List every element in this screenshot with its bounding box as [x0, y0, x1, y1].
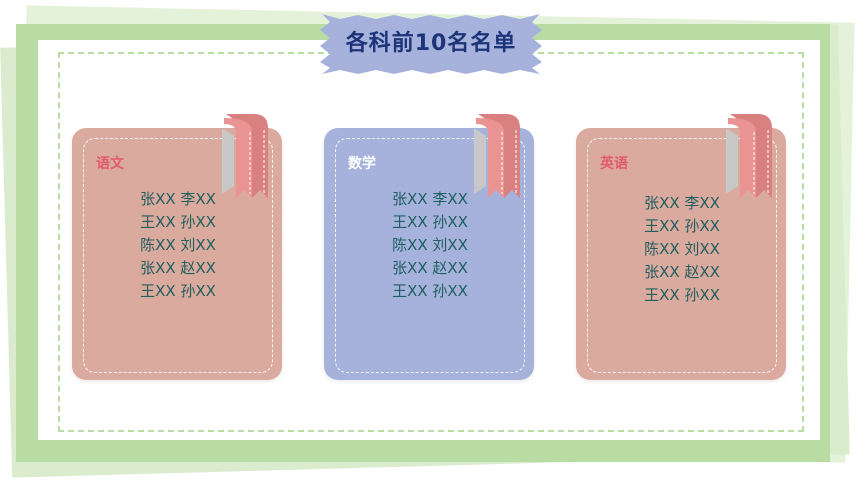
list-item: 张XX 赵XX: [140, 259, 216, 277]
card-dashed-inner: [335, 138, 525, 373]
list-item: 张XX 赵XX: [644, 263, 720, 281]
list-item: 张XX 赵XX: [392, 259, 468, 277]
name-list: 张XX 李XX 王XX 孙XX 陈XX 刘XX 张XX 赵XX 王XX 孙XX: [324, 188, 534, 303]
list-item: 张XX 李XX: [644, 194, 720, 212]
banner-shape: [320, 14, 542, 74]
list-item: 王XX 孙XX: [392, 213, 468, 231]
name-list: 张XX 李XX 王XX 孙XX 陈XX 刘XX 张XX 赵XX 王XX 孙XX: [72, 188, 282, 303]
subject-card-math: 数学 张XX 李XX 王XX 孙XX 陈XX 刘XX 张XX 赵XX 王XX 孙…: [324, 114, 534, 380]
subject-title: 英语: [600, 156, 628, 172]
ribbon-bookmark-icon: [474, 114, 520, 198]
ribbon-bookmark-icon: [726, 114, 772, 198]
page-title: 各科前10名名单: [345, 31, 517, 56]
subject-card-chinese: 语文 张XX 李XX 王XX 孙XX 陈XX 刘XX 张XX 赵XX 王XX 孙…: [72, 114, 282, 380]
list-item: 陈XX 刘XX: [140, 236, 216, 254]
list-item: 王XX 孙XX: [140, 282, 216, 300]
title-banner: 各科前10名名单: [318, 14, 544, 74]
subject-card-english: 英语 张XX 李XX 王XX 孙XX 陈XX 刘XX 张XX 赵XX 王XX 孙…: [576, 114, 786, 380]
ribbon-bookmark-icon: [222, 114, 268, 198]
subject-title: 语文: [96, 156, 124, 172]
list-item: 陈XX 刘XX: [392, 236, 468, 254]
list-item: 王XX 孙XX: [392, 282, 468, 300]
card-dashed-inner: [587, 138, 777, 373]
list-item: 王XX 孙XX: [644, 217, 720, 235]
subject-title: 数学: [348, 156, 376, 172]
card-dashed-inner: [83, 138, 273, 373]
list-item: 张XX 李XX: [140, 190, 216, 208]
list-item: 王XX 孙XX: [140, 213, 216, 231]
list-item: 张XX 李XX: [392, 190, 468, 208]
name-list: 张XX 李XX 王XX 孙XX 陈XX 刘XX 张XX 赵XX 王XX 孙XX: [576, 192, 786, 307]
list-item: 陈XX 刘XX: [644, 240, 720, 258]
list-item: 王XX 孙XX: [644, 286, 720, 304]
